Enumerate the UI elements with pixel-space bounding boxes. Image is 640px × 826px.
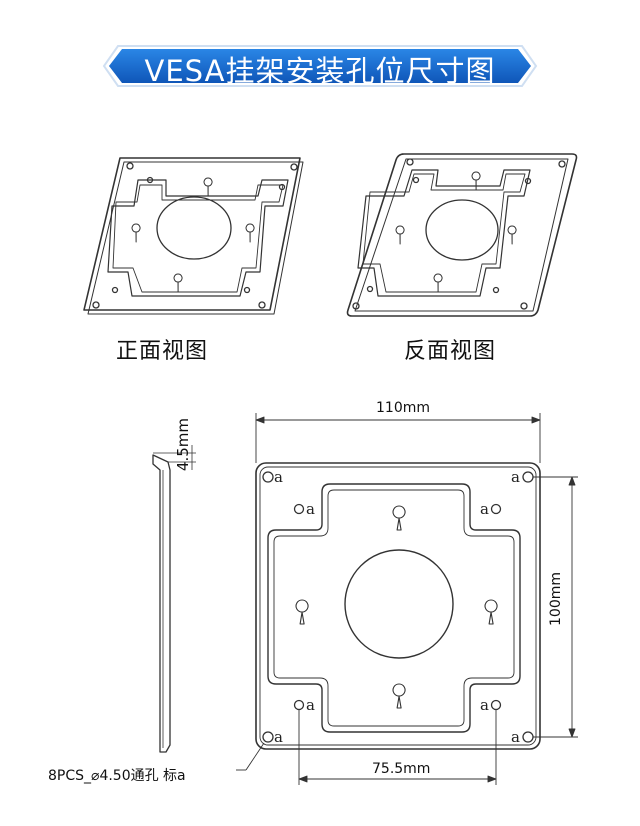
page-title: VESA挂架安装孔位尺寸图: [144, 54, 496, 88]
hole-label: a: [306, 500, 315, 518]
hole-label: a: [274, 468, 283, 486]
hole-label: a: [306, 696, 315, 714]
thickness-dimension: 4.5mm: [174, 418, 192, 472]
hole-markers: a a a a a a a a: [274, 468, 520, 746]
height-dimension: 100mm: [548, 572, 564, 626]
back-view-plate: [346, 153, 578, 317]
back-view-label: 反面视图: [404, 339, 497, 364]
dimension-lines: [236, 413, 578, 785]
hole-label: a: [511, 468, 520, 486]
front-view-label: 正面视图: [116, 339, 209, 364]
hole-spec-note: 8PCS_⌀4.50通孔 标a: [48, 768, 186, 784]
title-banner: [102, 45, 538, 87]
front-view-plate: [83, 157, 304, 315]
hole-label: a: [480, 696, 489, 714]
main-plate: [255, 462, 541, 750]
hole-label: a: [511, 728, 520, 746]
side-view-profile: [152, 445, 196, 753]
hole-label: a: [480, 500, 489, 518]
width-dimension: 110mm: [376, 400, 430, 416]
hole-label: a: [274, 728, 283, 746]
inner-dimension: 75.5mm: [372, 761, 431, 777]
